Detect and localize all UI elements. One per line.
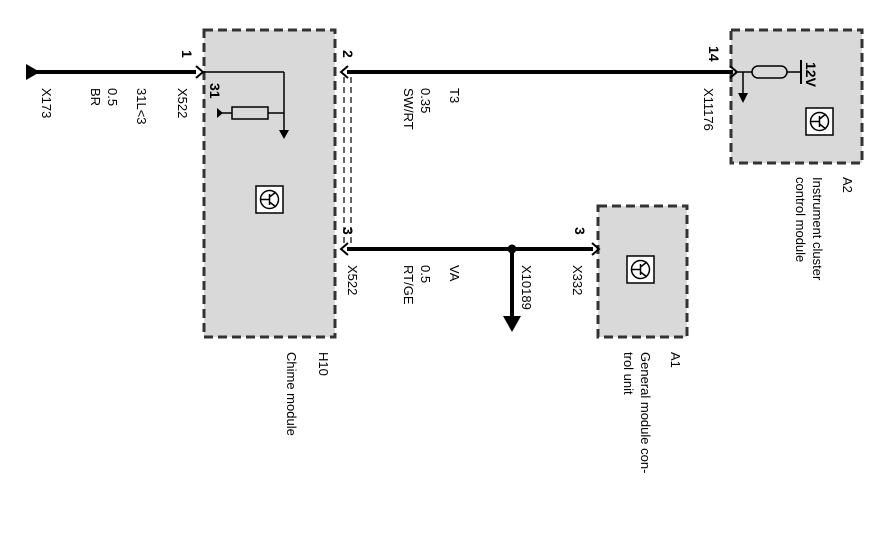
a2-ground-arrow-icon: [738, 93, 748, 103]
connector-x332-label: X332: [570, 265, 585, 295]
h10-id-label: H10: [316, 352, 331, 376]
a2-name-line2: control module: [793, 177, 808, 262]
h10-ground-31-label: 31: [207, 83, 223, 99]
a1-id-label: A1: [668, 352, 683, 368]
connector-x522-top-label: X522: [175, 88, 190, 118]
wire-va-color-label: RT/GE: [401, 265, 416, 305]
x173-ground-arrow-icon: [26, 64, 40, 80]
h10-pin3-label: 3: [340, 227, 356, 235]
a2-name-line1: Instrument cluster: [810, 177, 825, 281]
wire-31-name-label: 31L<3: [134, 88, 149, 125]
h10-chime-module-box: [202, 28, 337, 339]
a2-ecu-symbol-icon: [805, 107, 834, 136]
h10-name-label: Chime module: [284, 352, 299, 436]
a1-name-line2: trol unit: [621, 352, 636, 395]
a1-pin3-label: 3: [572, 227, 588, 235]
a2-id-label: A2: [840, 177, 855, 193]
a1-pin3-connector-icon: [591, 242, 601, 256]
wire-31-size-label: 0.5: [105, 88, 120, 106]
a2-instrument-cluster-box: [729, 28, 864, 165]
a1-name-line1: General module con-: [638, 352, 653, 473]
pin1-connector-icon: [195, 65, 205, 79]
x10189-connector-arrow-icon: [503, 316, 521, 332]
connector-x522-bottom-label: X522: [345, 265, 360, 295]
wire-va-size-label: 0.5: [418, 265, 433, 283]
wire-31-color-label: BR: [88, 88, 103, 106]
h10-pin2-label: 2: [340, 50, 356, 58]
h10-ecu-symbol-icon: [255, 185, 284, 214]
connector-x11176-label: X11176: [701, 88, 716, 131]
wire-va-name-label: VA: [447, 265, 462, 282]
connector-x173-label: X173: [39, 88, 54, 118]
h10-pin1-label: 1: [179, 50, 195, 58]
wire-t3-name-label: T3: [447, 88, 462, 103]
a2-pin14-label: 14: [706, 46, 722, 62]
a1-ecu-symbol-icon: [626, 255, 655, 284]
h10-ground-arrow-small-icon: [217, 108, 223, 118]
wire-t3-size-label: 0.35: [418, 88, 433, 113]
connector-x10189-label: X10189: [519, 265, 534, 310]
pin3-connector-icon: [339, 242, 349, 256]
a2-voltage-label: 12V: [803, 62, 819, 88]
wire-t3-color-label: SW/RT: [401, 88, 416, 130]
pin2-connector-icon: [339, 65, 349, 79]
h10-ground-arrow-icon: [279, 130, 289, 139]
